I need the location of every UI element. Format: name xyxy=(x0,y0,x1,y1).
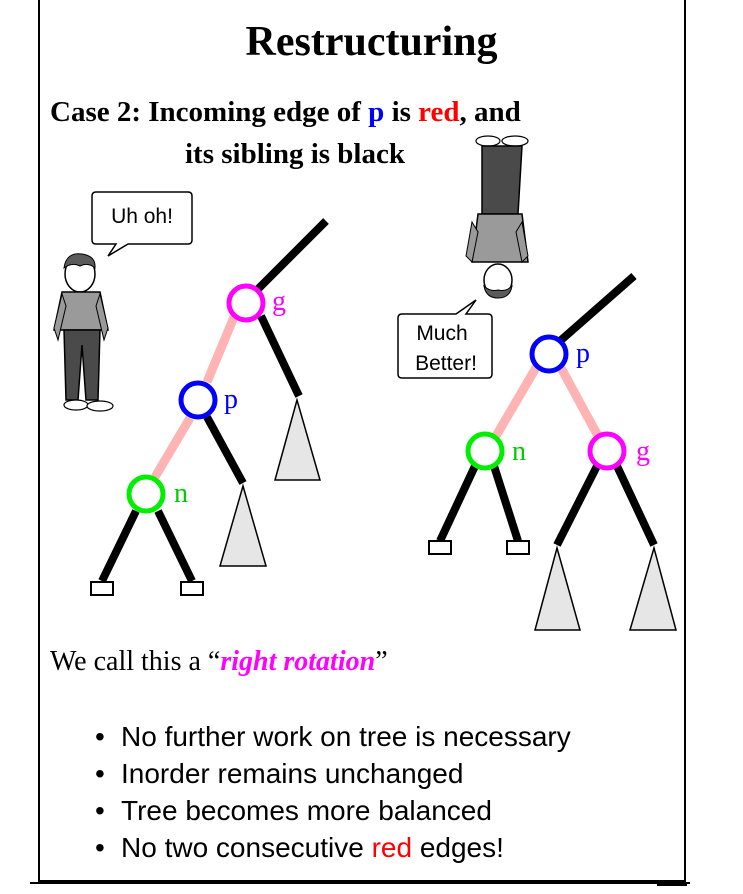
left-label-p: p xyxy=(224,384,238,415)
case-is: is xyxy=(384,96,419,128)
bullet-text-1: No further work on tree is necessary xyxy=(121,721,571,752)
slide-frame xyxy=(38,0,686,882)
intro-before: We call this a “ xyxy=(50,646,221,677)
speech-uh-oh: Uh oh! xyxy=(111,205,173,228)
slide-bottom-rule xyxy=(30,882,690,884)
bullet-item: •Inorder remains unchanged xyxy=(95,758,464,789)
right-node-p xyxy=(529,334,569,374)
left-leaf-right xyxy=(180,581,204,596)
right-node-n xyxy=(465,431,505,471)
speech-bubble-uh-oh: Uh oh! xyxy=(91,191,193,257)
left-edge-p-n-red xyxy=(151,415,194,480)
rotation-diagram: Uh oh! Much Better! g p n xyxy=(53,135,677,631)
right-edge-g-leftsub xyxy=(553,464,601,547)
left-edge-g-p-red xyxy=(202,315,239,384)
left-label-g: g xyxy=(272,286,286,317)
left-label-n: n xyxy=(174,478,188,509)
right-tree: p n g xyxy=(428,272,677,631)
right-edge-root-p xyxy=(557,272,637,345)
intro-term: right rotation xyxy=(220,646,376,677)
left-edge-n-leftleaf xyxy=(98,509,140,583)
right-leaf-right xyxy=(506,540,530,555)
right-edge-g-rightsub xyxy=(613,464,658,547)
worried-person-figure xyxy=(53,253,114,412)
right-edge-n-leftleaf xyxy=(436,464,479,543)
right-label-g: g xyxy=(636,436,650,467)
bullet-item: •No two consecutive red edges! xyxy=(95,832,504,863)
bullet-list: •No further work on tree is necessary •I… xyxy=(95,718,571,866)
bullet-text-4-red: red xyxy=(371,832,413,863)
left-node-p xyxy=(178,380,218,420)
speech-bubble-much-better: Much Better! xyxy=(397,299,493,379)
corner-mark xyxy=(657,884,687,886)
case-p: p xyxy=(368,96,385,128)
right-subtree-triangle-left xyxy=(534,545,581,631)
rotation-intro: We call this a “right rotation” xyxy=(50,646,388,678)
upside-down-person-figure xyxy=(465,135,529,299)
left-edge-root-g xyxy=(253,218,329,294)
slide-title: Restructuring xyxy=(245,19,498,65)
case-heading-line1: Case 2: Incoming edge of p is red, and xyxy=(50,96,521,129)
bullet-text-4b: edges! xyxy=(412,832,504,863)
bullet-item: •Tree becomes more balanced xyxy=(95,795,492,826)
bullet-text-3: Tree becomes more balanced xyxy=(121,795,492,826)
left-subtree-triangle-g xyxy=(274,397,321,481)
left-edge-n-rightleaf xyxy=(154,509,196,583)
case-red: red xyxy=(418,96,460,128)
case-suffix: , and xyxy=(459,96,521,128)
right-edge-n-rightleaf xyxy=(490,464,522,543)
right-subtree-triangle-right xyxy=(628,545,677,631)
case-prefix: Case 2: Incoming edge of xyxy=(50,96,369,128)
right-label-n: n xyxy=(512,436,526,467)
left-subtree-triangle-p xyxy=(219,483,267,567)
left-leaf-left xyxy=(90,581,114,596)
left-node-n xyxy=(126,474,166,514)
speech-much: Much xyxy=(416,322,467,345)
case-heading-line2: its sibling is black xyxy=(185,138,405,170)
right-leaf-left xyxy=(428,540,452,555)
bullet-item: •No further work on tree is necessary xyxy=(95,721,571,752)
right-edge-p-g-red xyxy=(556,363,602,439)
intro-after: ” xyxy=(375,646,388,677)
bullet-text-4a: No two consecutive xyxy=(121,832,372,863)
right-edge-p-n-red xyxy=(492,363,541,439)
right-node-g xyxy=(587,431,627,471)
speech-better: Better! xyxy=(415,352,477,375)
left-node-g xyxy=(226,283,266,323)
left-edge-g-subtree xyxy=(257,314,303,398)
left-edge-p-subtree xyxy=(203,415,247,485)
bullet-text-2: Inorder remains unchanged xyxy=(121,758,464,789)
right-label-p: p xyxy=(576,338,590,369)
left-tree: g p n xyxy=(90,218,329,596)
